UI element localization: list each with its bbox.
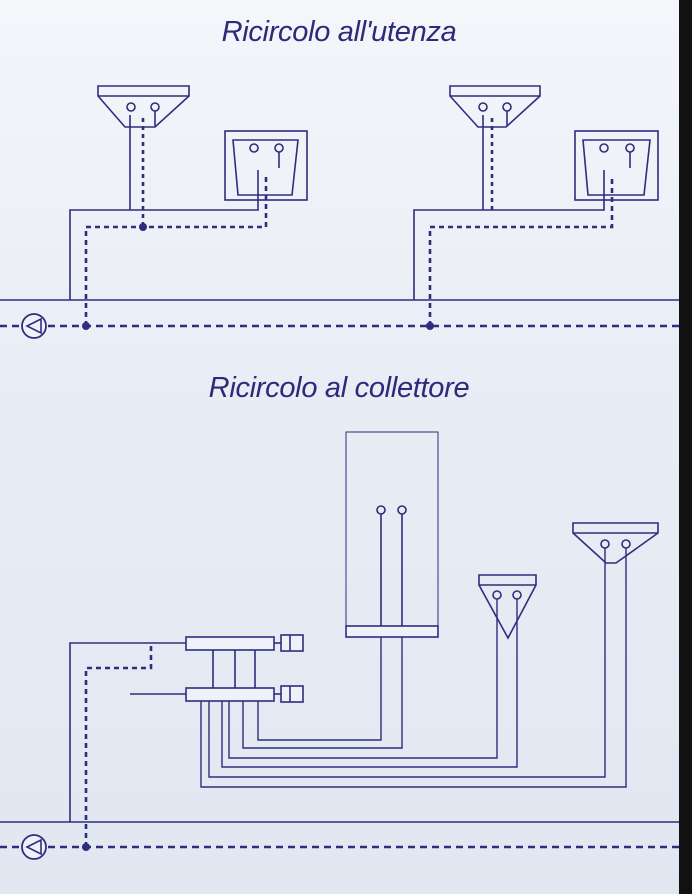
right-edge-bar [679,0,692,894]
shower-icon [574,130,659,201]
washbasin-icon [478,574,537,640]
user-branch-2 [413,85,659,330]
user-branch-1 [69,85,308,330]
water-heater-icon [345,431,439,638]
washbasin-icon [572,522,659,564]
junction-dot [82,322,90,330]
manifold-icon [185,685,304,703]
manifold-return-line [84,643,153,847]
section-title-top: Ricircolo all'utenza [221,16,457,48]
junction-dot [426,322,434,330]
section-title-bottom: Ricircolo al collettore [208,372,470,404]
manifold-icon [185,634,304,652]
washbasin-icon [97,85,190,128]
pump-icon [21,313,47,339]
distribution-pipes [200,548,627,788]
shower-icon [224,130,308,201]
junction-dot [139,223,147,231]
manifold-supply-line [69,642,186,822]
washbasin-icon [449,85,541,128]
pump-icon [21,834,47,860]
